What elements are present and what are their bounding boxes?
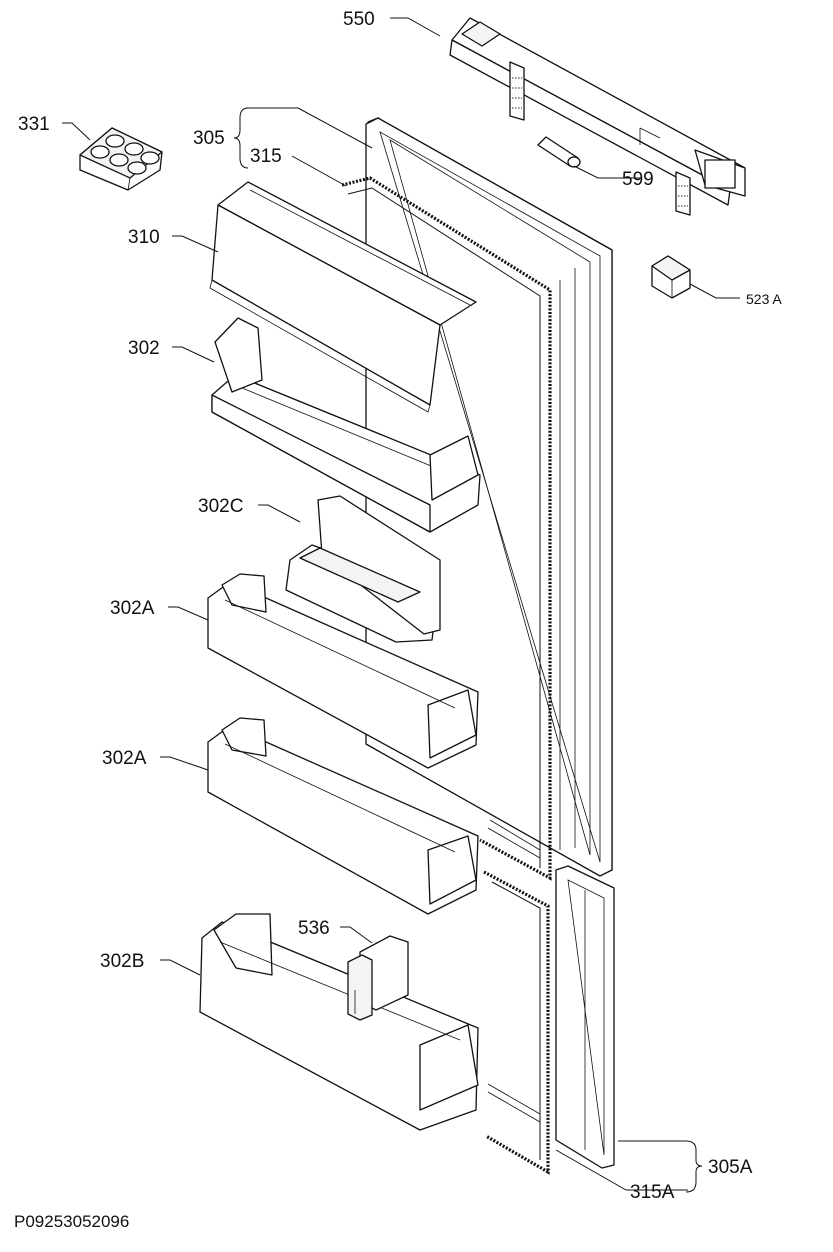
clip-523a (651, 255, 691, 299)
callout-305a: 305A (708, 1157, 753, 1178)
callout-305: 305 (193, 128, 225, 149)
small-bin-302c (285, 495, 441, 643)
document-code: P09253052096 (14, 1212, 130, 1231)
door-shelf-302 (211, 317, 481, 533)
bottle-retainer-536 (347, 935, 409, 1021)
callout-302a-2: 302A (102, 748, 147, 769)
egg-tray-331 (79, 127, 163, 191)
leader-lines (62, 17, 740, 1193)
lower-gasket-315a (483, 870, 550, 1175)
upper-gasket-315 (341, 176, 552, 881)
door-shelf-302a-2 (207, 717, 479, 915)
dairy-flap-310 (209, 181, 477, 413)
door-shelf-302a-1 (207, 573, 479, 769)
callout-302a-1: 302A (110, 598, 155, 619)
callout-302: 302 (128, 338, 160, 359)
callout-302b: 302B (100, 951, 144, 972)
callout-331: 331 (18, 114, 50, 135)
callout-302c: 302C (198, 496, 243, 517)
callout-310: 310 (128, 227, 160, 248)
callout-599: 599 (622, 169, 654, 190)
lower-door-305a (555, 865, 615, 1169)
callout-315a: 315A (630, 1182, 675, 1203)
hinge-bracket-550 (449, 17, 746, 216)
callout-536: 536 (298, 918, 330, 939)
callout-550: 550 (343, 9, 375, 30)
pin-599 (537, 136, 581, 168)
callout-315: 315 (250, 146, 282, 167)
bottle-shelf-302b (199, 913, 479, 1131)
